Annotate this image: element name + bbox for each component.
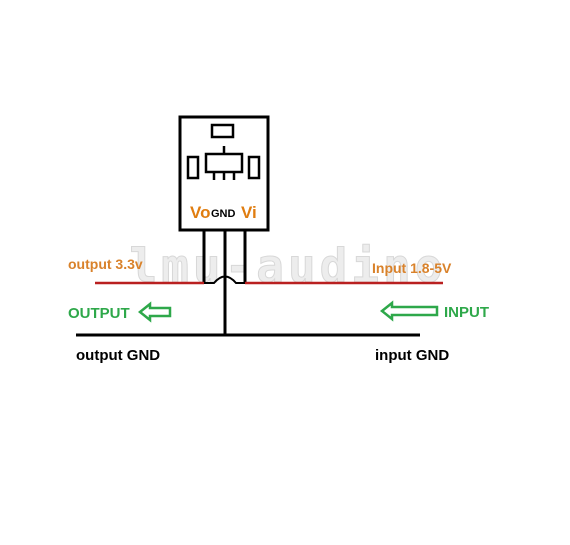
module-top-pad bbox=[210, 123, 235, 139]
input-label: INPUT bbox=[444, 304, 489, 321]
input-gnd-label: input GND bbox=[375, 347, 449, 364]
pin-label-gnd: GND bbox=[211, 208, 236, 220]
module-left-pad bbox=[186, 155, 200, 180]
pin-label-vi: Vi bbox=[241, 203, 257, 222]
input-voltage-label: Input 1.8-5V bbox=[372, 260, 452, 276]
output-gnd-label: output GND bbox=[76, 347, 160, 364]
ic-chip-icon bbox=[204, 146, 244, 180]
pin-label-vo: Vo bbox=[190, 203, 210, 222]
output-arrow-icon bbox=[137, 301, 172, 323]
regulator-module: Vo GND Vi bbox=[178, 115, 270, 232]
input-arrow-icon bbox=[379, 300, 439, 322]
output-voltage-label: output 3.3v bbox=[68, 256, 143, 272]
output-label: OUTPUT bbox=[68, 305, 130, 322]
module-right-pad bbox=[247, 155, 261, 180]
wire-crossover bbox=[204, 275, 245, 284]
